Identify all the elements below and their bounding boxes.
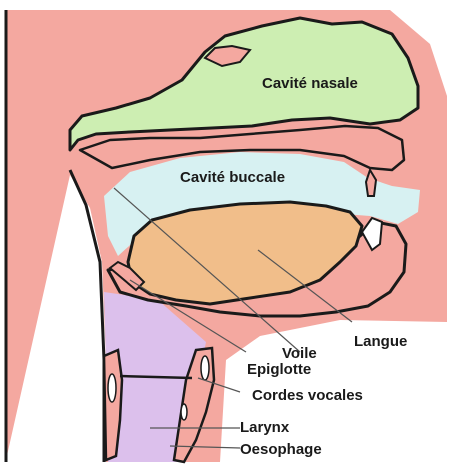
label-cavite-buccale: Cavité buccale bbox=[180, 169, 285, 186]
label-langue: Langue bbox=[354, 333, 407, 350]
label-voile: Voile bbox=[282, 345, 317, 362]
label-cordes-vocales: Cordes vocales bbox=[252, 387, 363, 404]
label-oesophage: Oesophage bbox=[240, 441, 322, 458]
larynx-right-hole bbox=[201, 356, 209, 380]
label-larynx: Larynx bbox=[240, 419, 290, 436]
label-epiglotte: Epiglotte bbox=[247, 361, 311, 378]
label-cavite-nasale: Cavité nasale bbox=[262, 75, 358, 92]
oesophage-hole bbox=[181, 404, 187, 420]
larynx-left-hole bbox=[108, 374, 116, 402]
